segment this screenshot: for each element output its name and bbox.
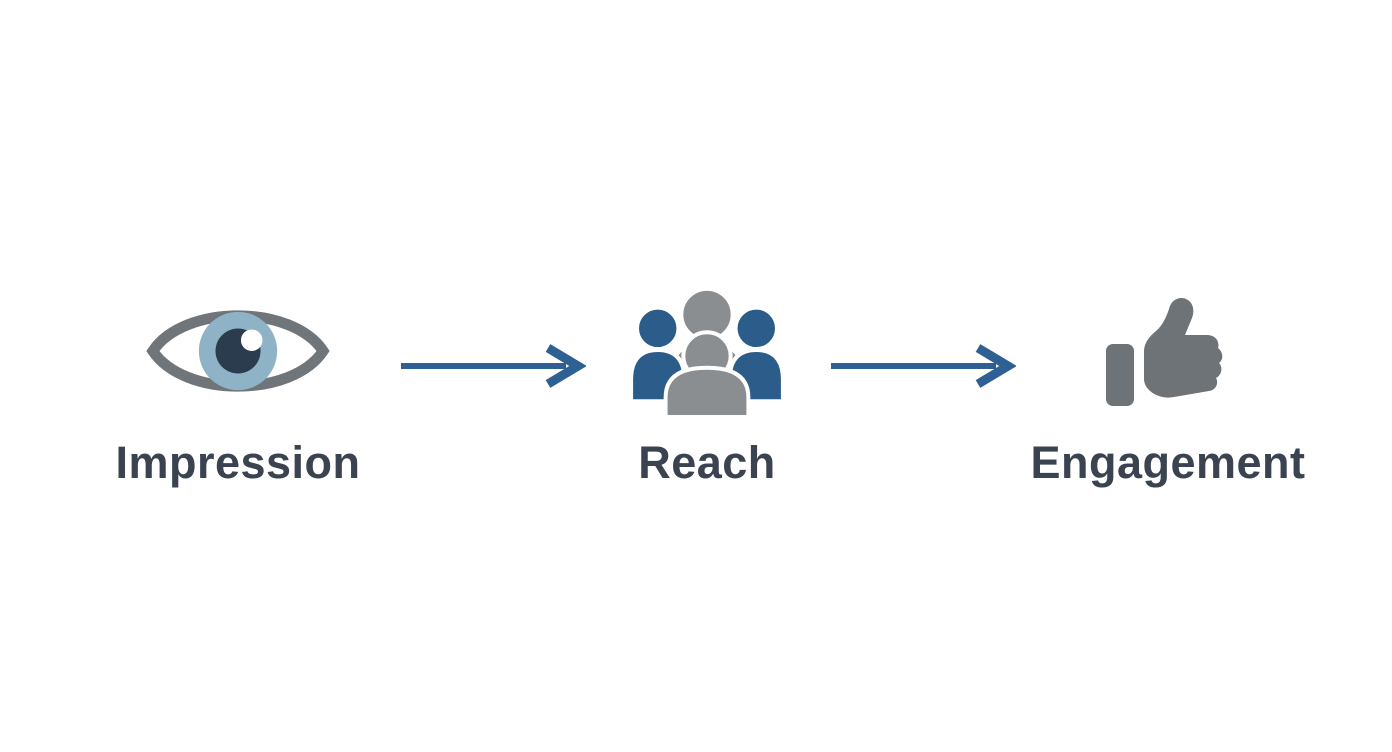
eye-icon xyxy=(145,283,331,419)
arrow-reach-to-engagement xyxy=(828,342,1017,395)
stage-engagement: Engagement xyxy=(1008,283,1328,485)
thumbs-up-icon xyxy=(1102,283,1234,419)
stage-reach: Reach xyxy=(547,283,867,485)
stage-label-engagement: Engagement xyxy=(1030,437,1306,488)
stage-impression: Impression xyxy=(78,283,398,485)
stage-label-reach: Reach xyxy=(638,437,776,488)
arrow-impression-to-reach xyxy=(398,342,587,395)
people-group-icon xyxy=(628,283,786,419)
stage-label-impression: Impression xyxy=(115,437,361,488)
